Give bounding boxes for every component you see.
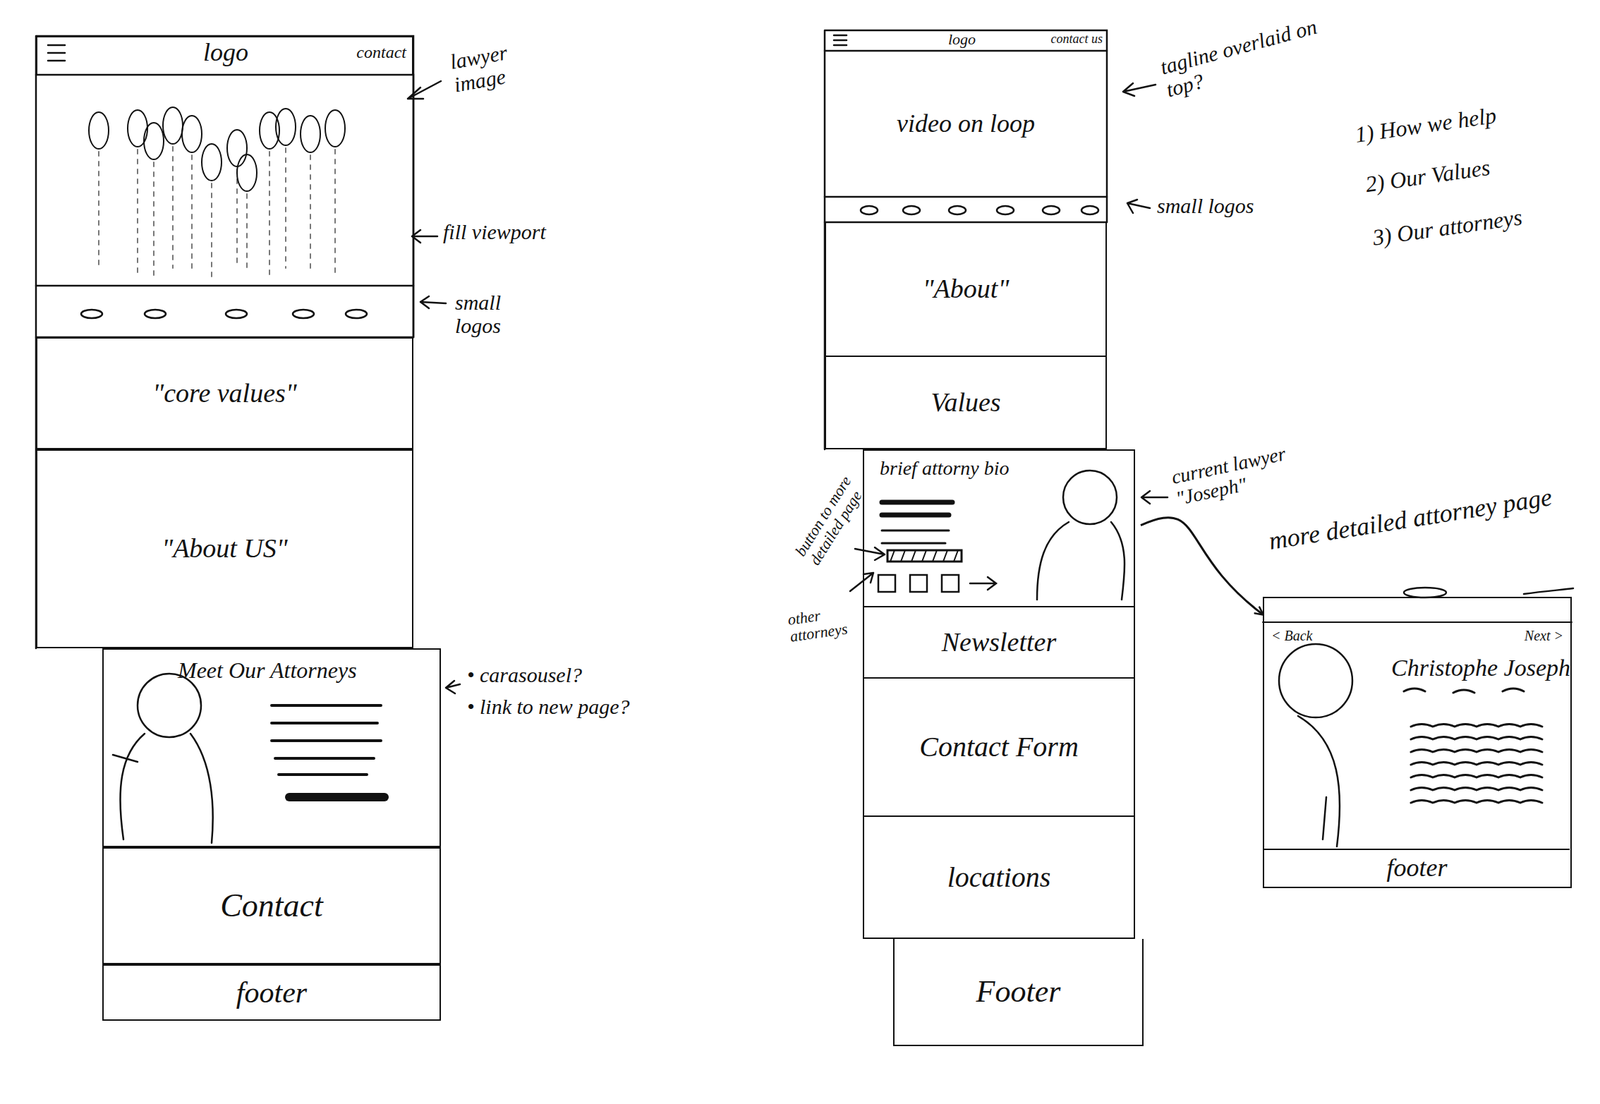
small-logos [860,205,1099,215]
annotation-note: • carasousel? [467,663,583,687]
frame-line [35,35,414,649]
band-label: more detailed attorney page [1267,483,1555,556]
annotation-note: other attorneys [786,601,862,646]
annotation-note: 2) Our Values [1363,155,1492,198]
wireframe-band: footer [1264,848,1570,887]
band-line [824,50,1107,223]
band-label: "About US" [161,534,288,564]
band-label: logo [948,31,976,48]
wireframe-band: locations [862,816,1136,939]
bio-sketch [878,470,1125,600]
wireframe-band: Footer [893,938,1144,1047]
band-label: Footer [976,974,1062,1009]
hamburger-icon [833,35,847,46]
band-label: "About" [922,274,1010,305]
annotation-note: fill viewport [443,220,547,244]
wireframe-band: brief attorny bio [862,449,1136,608]
lawyer-image-sketch [88,107,345,277]
band-label: Contact Form [919,731,1079,763]
wireframe-band: logo contact [35,35,414,75]
annotation-note: • link to new page? [467,694,630,719]
annotation-note: 3) Our attorneys [1371,204,1524,251]
annotation-note: current lawyer "Joseph" [1169,436,1324,511]
band-label: Contact [220,888,324,925]
band-label: logo [203,38,249,68]
band-label: brief attorny bio [879,457,1010,480]
wireframe-band: Values [824,356,1107,450]
wireframe-band: footer [102,964,441,1021]
annotation-note: button to more detailed page [792,460,878,569]
band-label: locations [947,862,1052,894]
annotation-note: lawyer image [447,31,561,96]
detail-sketch [1262,587,1574,847]
annotation-note: small logos [455,290,533,338]
band-label: video on loop [896,110,1035,139]
band-label: contact [356,43,407,62]
band-label: Values [930,388,1001,418]
wireframe-band: logo contact us [824,30,1107,51]
wireframe-band: Newsletter [862,607,1136,679]
annotation-note: 1) How we help [1353,102,1499,148]
wireframe-band: "About" [824,222,1107,357]
wireframe-band: "About US" [35,449,414,649]
wireframe-band: Meet Our Attorneys [102,648,441,848]
flow-arrow [1140,517,1263,615]
logo-strip [35,285,414,288]
annotation-note: tagline overlaid on top? [1157,8,1347,101]
wireframe-band: more detailed attorney page< BackNext >C… [1262,596,1572,889]
band-label: Christophe Joseph [1391,654,1571,681]
attorney-sketch [112,673,385,844]
wireframe-band: Contact Form [862,678,1136,817]
band-label: Meet Our Attorneys [177,658,357,683]
band-label: Newsletter [941,627,1057,658]
band-label: Next > [1524,627,1564,644]
band-label: "core values" [152,378,298,409]
small-logos [81,309,367,319]
frame-line [824,30,1107,450]
wireframe-band: Contact [102,847,441,965]
wireframe-band: video on loop [824,50,1107,197]
image-area [35,74,414,338]
band-label: contact us [1051,32,1104,47]
band-label: < Back [1271,627,1313,644]
band-label: footer [1386,854,1448,883]
hamburger-icon [47,45,65,61]
band-label: footer [236,976,307,1009]
wireframe-band: "core values" [35,337,414,450]
annotation-note: small logos [1156,194,1255,218]
leader-arrows [407,81,1168,694]
